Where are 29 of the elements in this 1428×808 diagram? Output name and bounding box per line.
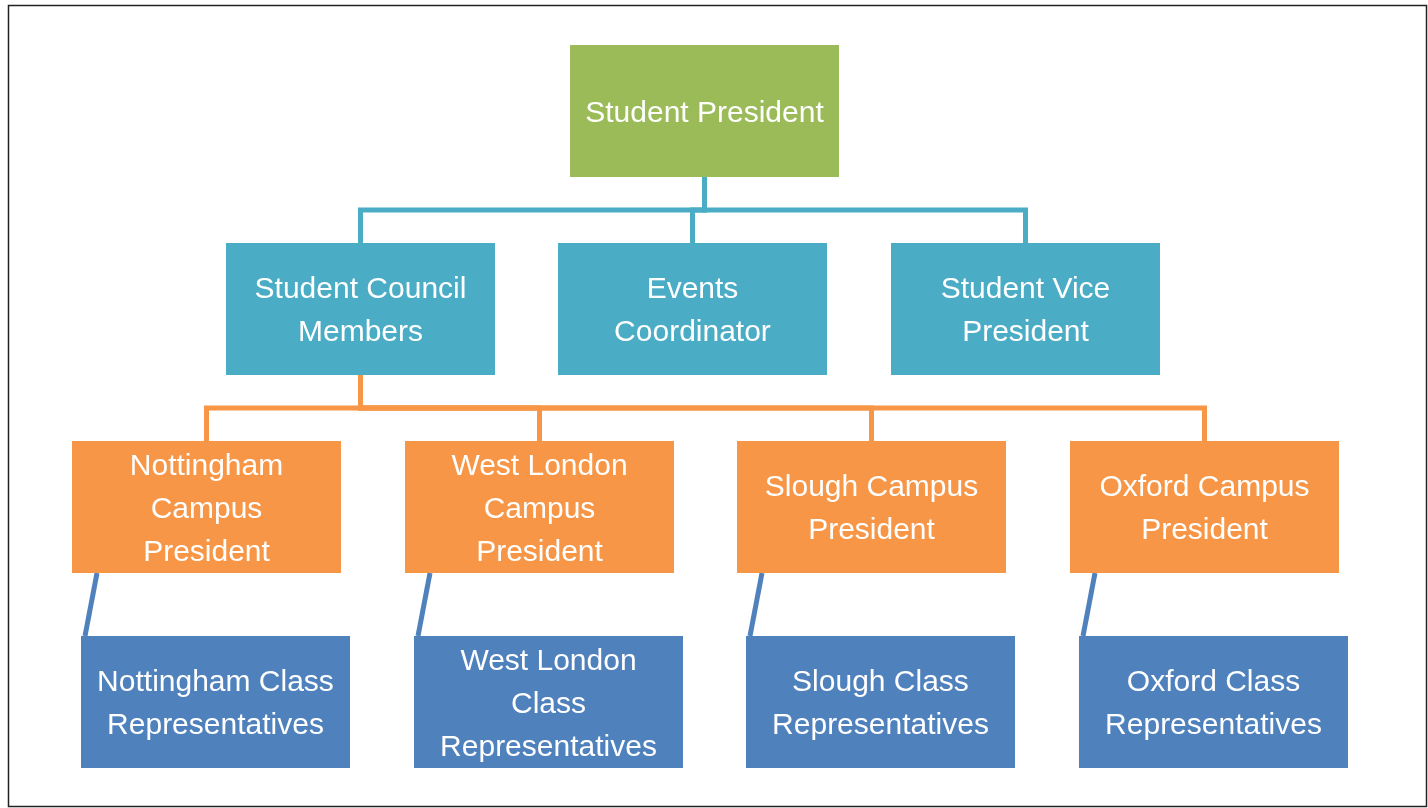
org-box: [737, 441, 1006, 573]
org-box: [1079, 636, 1348, 768]
role-label: West London Class Representatives: [439, 641, 658, 764]
role-label: Nottingham Class Representatives: [96, 663, 335, 742]
role-label: Slough Class Representatives: [771, 663, 990, 742]
role-label: Slough Campus President: [763, 468, 980, 547]
connector-line: [82, 572, 100, 637]
connector-line: [747, 572, 765, 637]
role-label: Oxford Class Representatives: [1104, 663, 1323, 742]
org-box: [72, 441, 341, 573]
org-box: [891, 243, 1160, 375]
org-box: [570, 45, 839, 177]
org-box: [1070, 441, 1339, 573]
role-label: Events Coordinator: [613, 270, 772, 349]
connector-line: [702, 177, 1028, 243]
org-box: [81, 636, 350, 768]
role-label: Student Council Members: [253, 270, 468, 349]
role-label: West London Campus President: [450, 446, 629, 569]
role-label: Student President: [585, 93, 824, 130]
role-label: Student Vice President: [939, 270, 1112, 349]
connector-line: [415, 572, 433, 637]
org-box: [746, 636, 1015, 768]
org-box: [405, 441, 674, 573]
connector-line: [1080, 572, 1098, 637]
org-box: [558, 243, 827, 375]
org-box: [226, 243, 495, 375]
role-label: Nottingham Campus President: [128, 446, 285, 569]
role-label: Oxford Campus President: [1098, 468, 1311, 547]
org-box: [414, 636, 683, 768]
